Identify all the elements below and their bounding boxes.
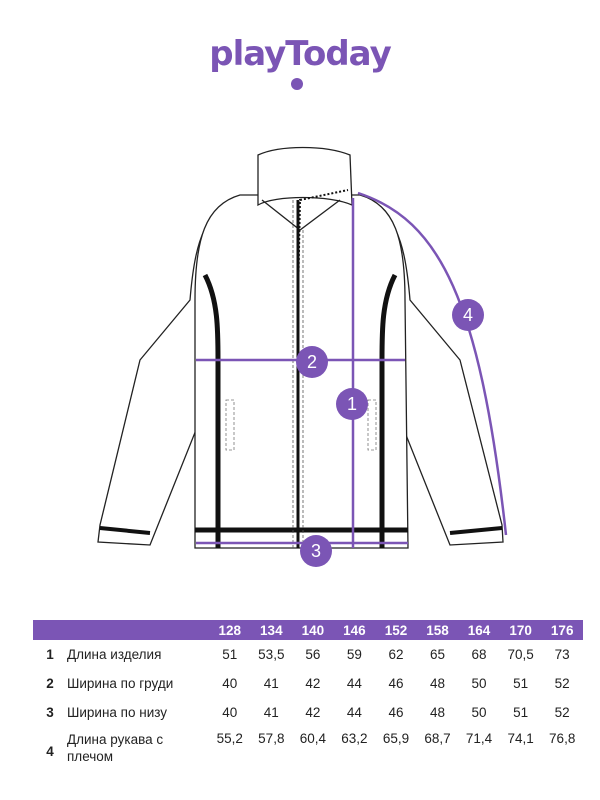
table-cell: 55,2 [216, 731, 243, 746]
table-cell: 52 [554, 676, 570, 691]
table-cell: 59 [346, 647, 362, 662]
svg-text:3: 3 [311, 541, 321, 561]
size-header: 170 [509, 622, 532, 638]
table-cell: 42 [305, 676, 321, 691]
table-cell: 50 [471, 676, 487, 691]
table-cell: 74,1 [507, 731, 534, 746]
svg-text:4: 4 [463, 305, 473, 325]
size-header: 128 [218, 622, 242, 638]
table-cell: 40 [222, 705, 238, 720]
table-row: 3 Ширина по низу 40 41 42 44 46 48 50 51 52 [33, 698, 583, 727]
table-row: 2 Ширина по груди 40 41 42 44 46 48 50 51 52 [33, 669, 583, 698]
table-row: 1 Длина изделия 51 53,5 56 59 62 65 68 70,5 73 [33, 640, 583, 669]
table-cell: 56 [305, 647, 321, 662]
table-cell: 40 [222, 676, 238, 691]
table-cell: 57,8 [258, 731, 285, 746]
table-cell: 62 [388, 647, 404, 662]
row-number: 1 [46, 647, 54, 662]
size-header: 140 [301, 622, 325, 638]
measure-line-sleeve [357, 191, 508, 536]
row-number: 2 [46, 676, 54, 691]
table-cell: 46 [388, 676, 404, 691]
size-header: 164 [467, 622, 491, 638]
table-cell: 70,5 [507, 647, 534, 662]
table-cell: 68 [471, 647, 487, 662]
logo-text: playToday [209, 34, 391, 74]
table-cell: 41 [263, 705, 279, 720]
brand-logo: playToday [0, 34, 600, 74]
table-cell: 51 [513, 676, 529, 691]
size-header: 152 [384, 622, 408, 638]
marker-1: 1 [336, 388, 368, 420]
row-label: Ширина по низу [67, 705, 168, 720]
jacket-diagram: 2 1 3 4 [97, 146, 508, 567]
table-cell: 51 [222, 647, 238, 662]
logo-dot [291, 78, 303, 90]
size-header: 176 [550, 622, 574, 638]
table-cell: 76,8 [549, 731, 576, 746]
table-cell: 68,7 [424, 731, 451, 746]
size-header-row: 128 134 140 146 152 158 164 170 176 [33, 620, 583, 640]
row-label: Длина рукава с плечом [67, 732, 164, 764]
table-cell: 42 [305, 705, 321, 720]
svg-text:2: 2 [307, 352, 317, 372]
size-header: 134 [260, 622, 283, 638]
table-row: 4 Длина рукава с плечом 55,2 57,8 60,4 63,2 65… [33, 727, 583, 771]
table-cell: 50 [471, 705, 487, 720]
header-blank [67, 620, 209, 640]
table-cell: 51 [513, 705, 529, 720]
table-cell: 48 [429, 676, 446, 691]
table-cell: 44 [346, 676, 362, 691]
marker-2: 2 [296, 346, 328, 378]
header-blank [33, 620, 67, 640]
table-cell: 60,4 [299, 731, 326, 746]
row-number: 4 [46, 743, 54, 759]
row-label: Ширина по груди [67, 676, 174, 691]
jacket-details [99, 189, 503, 548]
size-header: 146 [343, 622, 366, 638]
table-cell: 63,2 [341, 731, 368, 746]
size-header: 158 [426, 622, 449, 638]
table-cell: 53,5 [258, 647, 285, 662]
table-cell: 46 [388, 705, 404, 720]
table-cell: 71,4 [465, 731, 493, 746]
table-cell: 52 [554, 705, 570, 720]
table-cell: 73 [554, 647, 570, 662]
table-cell: 44 [346, 705, 362, 720]
svg-text:1: 1 [347, 394, 357, 414]
marker-4: 4 [452, 299, 484, 331]
table-cell: 41 [263, 676, 279, 691]
row-label: Длина изделия [67, 647, 162, 662]
marker-3: 3 [300, 535, 332, 567]
row-number: 3 [46, 705, 54, 720]
table-cell: 65 [429, 647, 446, 662]
table-cell: 48 [429, 705, 446, 720]
table-cell: 65,9 [382, 731, 410, 746]
